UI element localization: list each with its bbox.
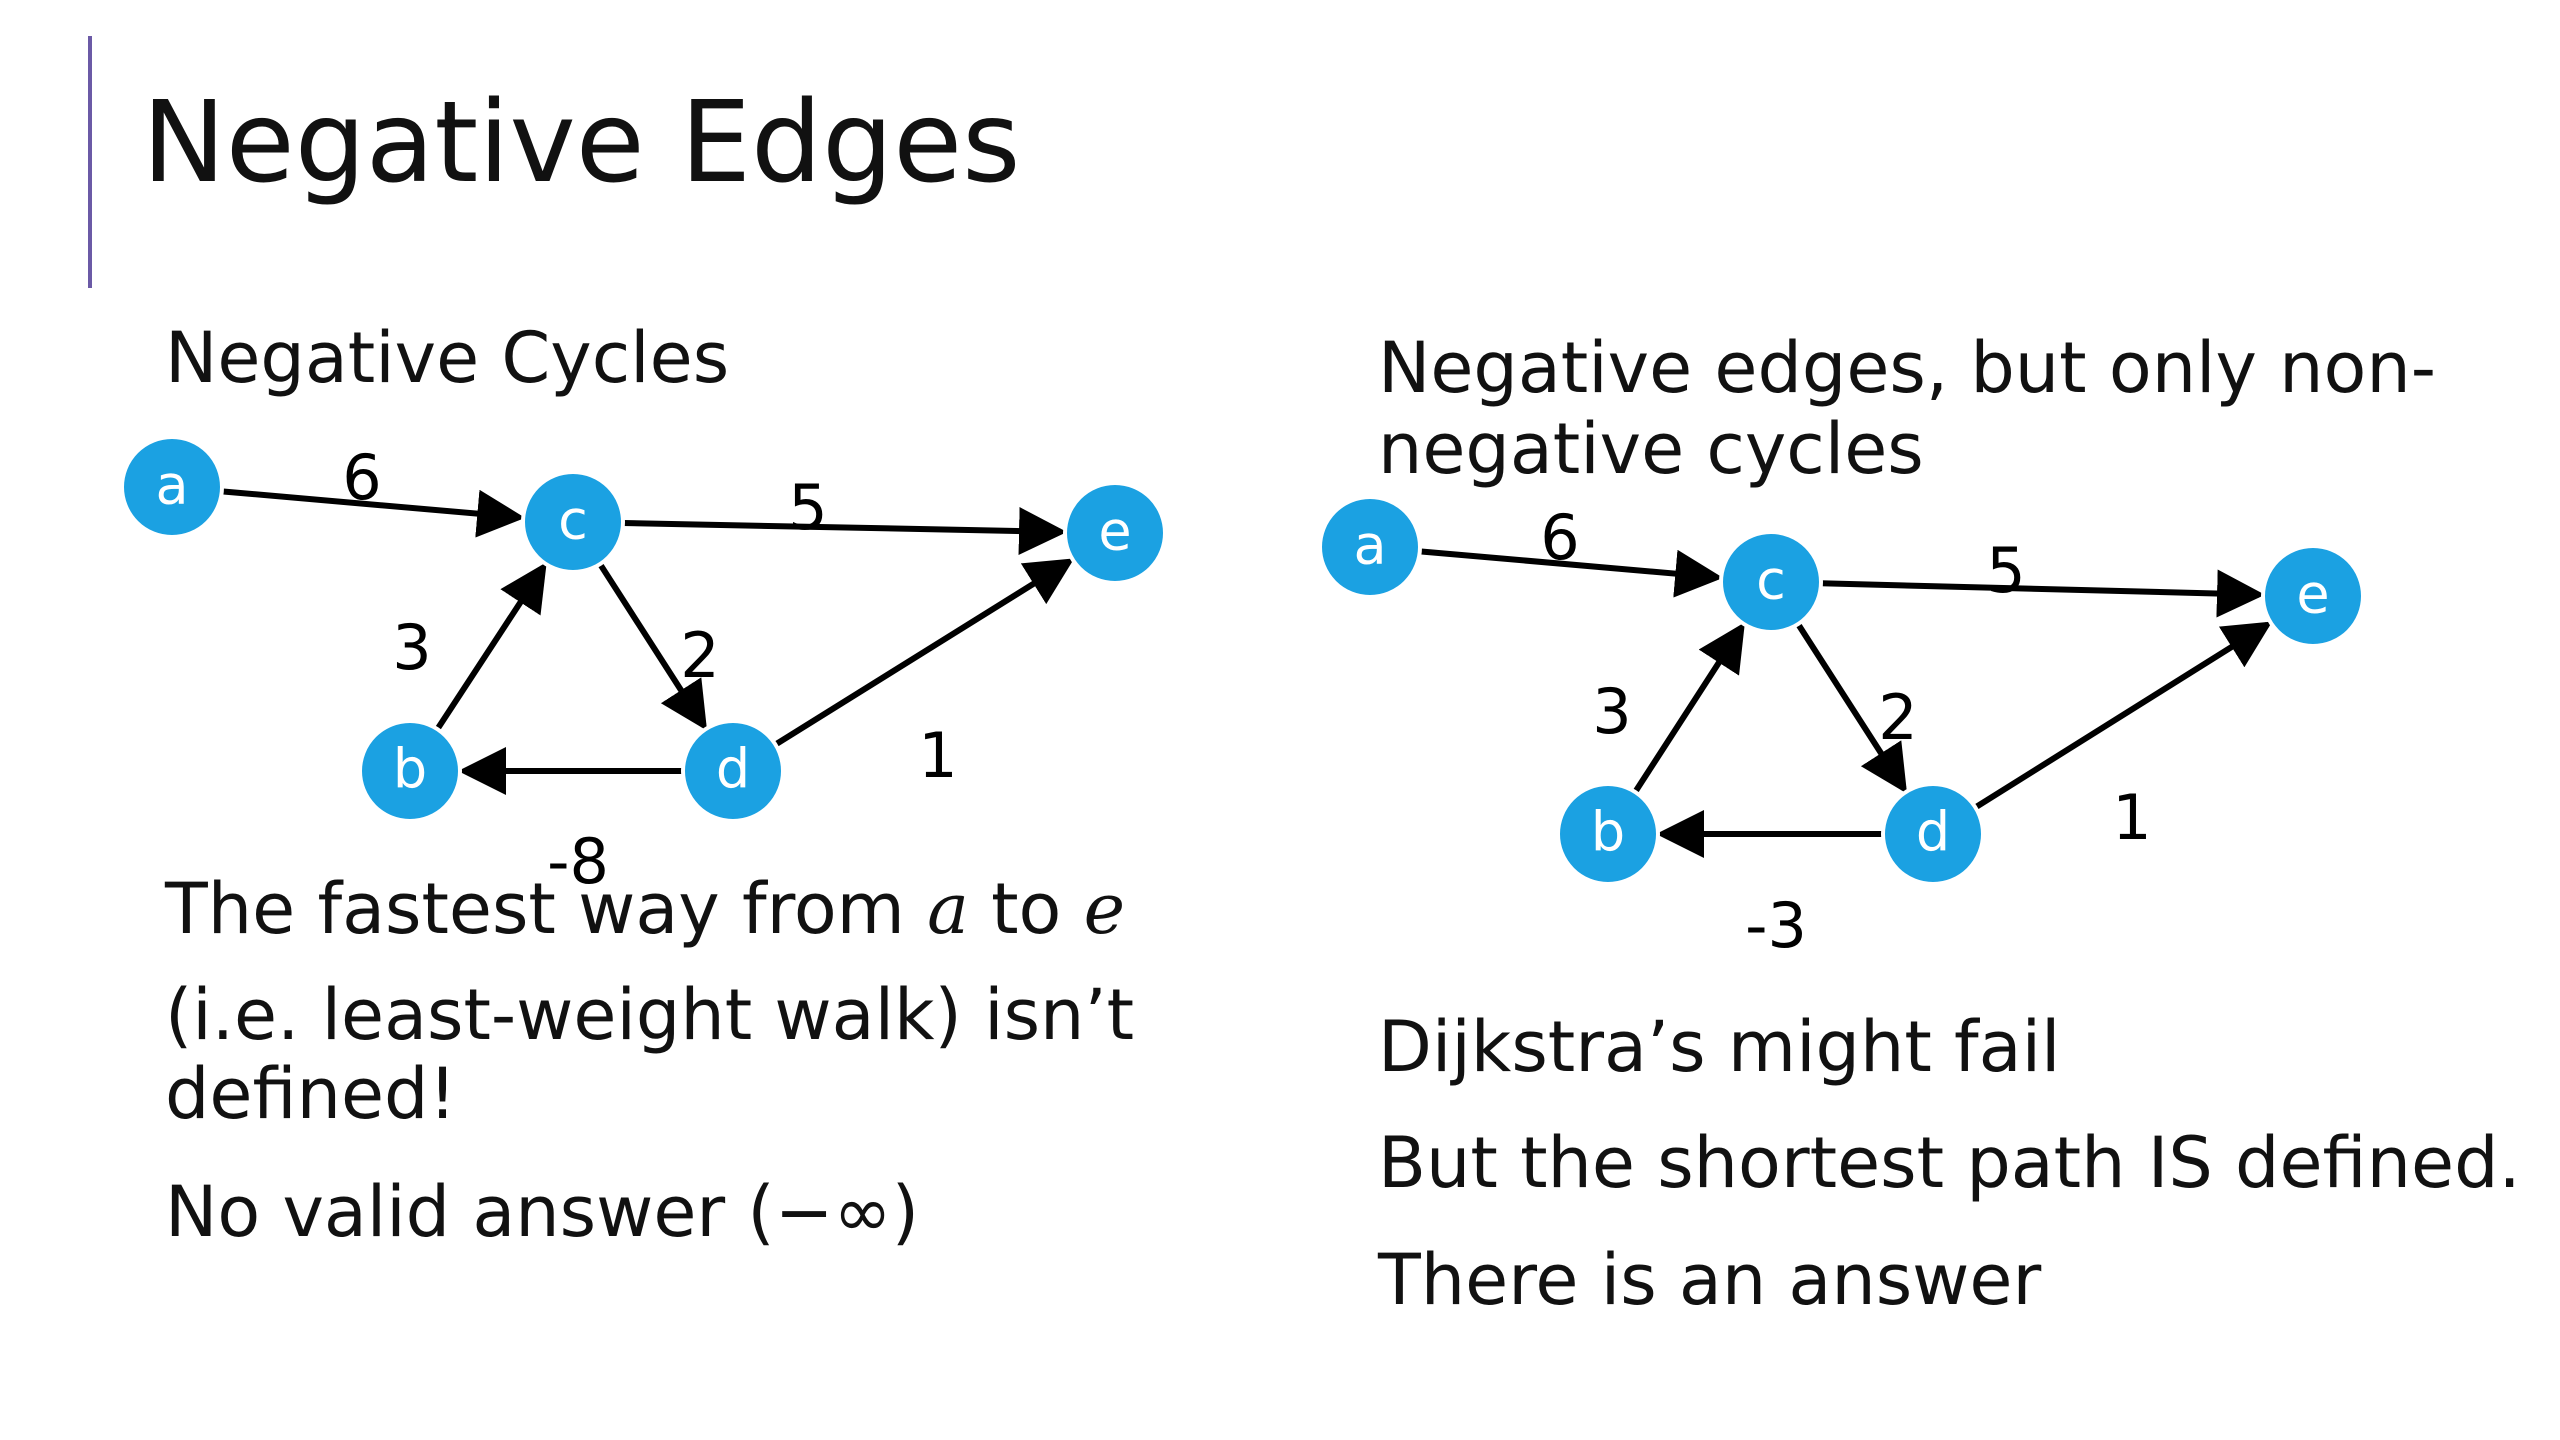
- node-circle-b: [358, 719, 462, 823]
- edge-weight-a-c: 6: [1540, 501, 1579, 574]
- left-text-line-1-start: The fastest way from: [165, 868, 928, 950]
- node-c: c: [1719, 530, 1823, 634]
- node-e: e: [2261, 544, 2365, 648]
- node-label-c: c: [1756, 549, 1786, 612]
- edge-weight-c-e: 5: [1986, 534, 2025, 607]
- right-text-line-3: There is an answer: [1378, 1238, 2042, 1321]
- edge-b-c: [1632, 622, 1745, 794]
- node-label-e: e: [2296, 563, 2329, 626]
- accent-bar: [88, 36, 92, 288]
- left-text-line-2: (i.e. least-weight walk) isn’t defined!: [165, 974, 1135, 1135]
- right-text-line-1: Dijkstra’s might fail: [1378, 1006, 2061, 1088]
- edge-a-c: [1419, 548, 1724, 598]
- node-c: c: [521, 470, 625, 574]
- right-text-line-2: But the shortest path IS defined.: [1378, 1122, 2521, 1205]
- left-text-line-1: The fastest way from a to e: [165, 870, 1215, 948]
- left-text-line-3: No valid answer (−∞): [165, 1171, 920, 1254]
- node-label-a: a: [155, 454, 188, 517]
- left-text: The fastest way from a to e (i.e. least-…: [165, 870, 1215, 1252]
- node-circle-c: [521, 470, 625, 574]
- edge-c-d: [1795, 622, 1908, 794]
- node-b: b: [1556, 782, 1660, 886]
- node-e: e: [1063, 481, 1167, 585]
- edge-b-c: [434, 562, 547, 731]
- edge-weight-d-e: 1: [918, 719, 957, 792]
- node-d: d: [681, 719, 785, 823]
- edge-weight-c-e: 5: [788, 471, 827, 544]
- node-label-d: d: [1916, 801, 1950, 864]
- node-circle-b: [1556, 782, 1660, 886]
- node-circle-a: [1318, 495, 1422, 599]
- node-label-b: b: [1591, 801, 1625, 864]
- node-circle-e: [1063, 481, 1167, 585]
- node-label-e: e: [1098, 500, 1131, 563]
- slide-title: Negative Edges: [142, 78, 1021, 208]
- node-circle-d: [1881, 782, 1985, 886]
- edge-d-e: [1973, 621, 2273, 811]
- node-label-c: c: [558, 489, 588, 552]
- right-subtitle: Negative edges, but only non-negative cy…: [1378, 327, 2436, 490]
- edge-c-d: [597, 562, 708, 731]
- edge-c-e: [1820, 569, 2266, 618]
- edge-c-e: [622, 507, 1068, 556]
- edge-d-e: [773, 558, 1075, 748]
- node-circle-a: [120, 435, 224, 539]
- edge-weight-d-e: 1: [2112, 781, 2151, 854]
- node-circle-e: [2261, 544, 2365, 648]
- node-d: d: [1881, 782, 1985, 886]
- node-a: a: [120, 435, 224, 539]
- node-label-a: a: [1353, 514, 1386, 577]
- edge-weight-c-d: 2: [680, 619, 719, 692]
- edge-weight-d-b: -3: [1745, 889, 1807, 962]
- right-text: Dijkstra’s might fail But the shortest p…: [1378, 1008, 2528, 1357]
- node-circle-d: [681, 719, 785, 823]
- left-text-line-1-mid: to: [968, 868, 1084, 950]
- edge-weight-c-d: 2: [1878, 681, 1917, 754]
- variable-a: a: [927, 868, 969, 950]
- variable-e: e: [1083, 868, 1126, 950]
- edge-weight-b-c: 3: [392, 611, 431, 684]
- edge-weight-a-c: 6: [342, 441, 381, 514]
- node-a: a: [1318, 495, 1422, 599]
- node-label-d: d: [716, 738, 750, 801]
- node-b: b: [358, 719, 462, 823]
- edge-a-c: [221, 488, 526, 538]
- left-subtitle: Negative Cycles: [165, 317, 730, 399]
- edge-weight-b-c: 3: [1592, 675, 1631, 748]
- node-label-b: b: [393, 738, 427, 801]
- node-circle-c: [1719, 530, 1823, 634]
- edge-weight-d-b: -8: [547, 825, 609, 898]
